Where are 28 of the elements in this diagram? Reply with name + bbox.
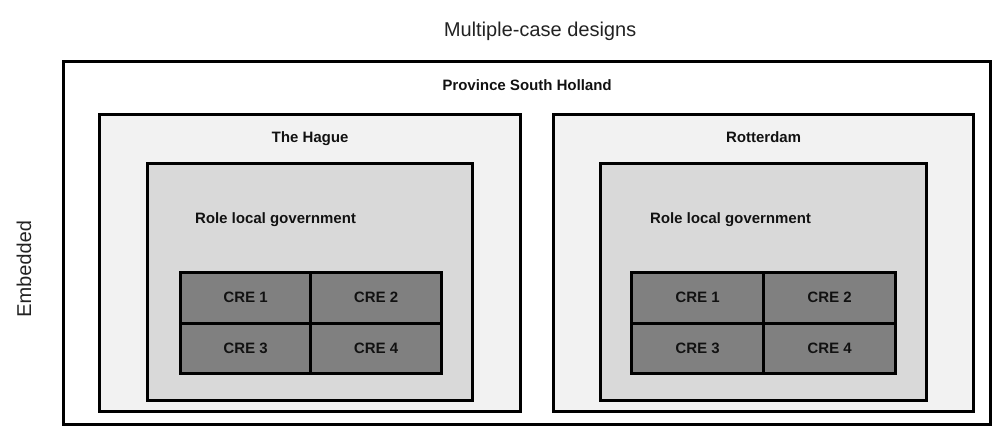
diagram-title: Multiple-case designs: [444, 18, 636, 42]
cell-label: CRE 3: [223, 340, 268, 358]
axis-label: Embedded: [14, 220, 36, 316]
cell-label: CRE 4: [354, 340, 398, 358]
box-title: Role local government: [195, 210, 356, 228]
province-frame: [62, 60, 992, 426]
cre-cell: [762, 322, 897, 375]
cre-cell: [179, 271, 312, 325]
box-title: Rotterdam: [726, 129, 801, 147]
box-title: The Hague: [272, 129, 348, 147]
case-box: [146, 162, 474, 402]
cell-label: CRE 2: [807, 289, 852, 307]
cre-cell: [762, 271, 897, 325]
case-box: [599, 162, 928, 402]
cell-label: CRE 1: [675, 289, 720, 307]
cre-cell: [630, 322, 765, 375]
case-box: [552, 113, 975, 413]
box-title: Province South Holland: [442, 77, 612, 95]
cell-label: CRE 4: [807, 340, 852, 358]
cre-cell: [309, 271, 443, 325]
cell-label: CRE 1: [223, 289, 268, 307]
cre-cell: [179, 322, 312, 375]
cell-label: CRE 3: [675, 340, 720, 358]
cell-label: CRE 2: [354, 289, 398, 307]
case-box: [98, 113, 522, 413]
cre-cell: [309, 322, 443, 375]
cre-cell: [630, 271, 765, 325]
box-title: Role local government: [650, 210, 811, 228]
